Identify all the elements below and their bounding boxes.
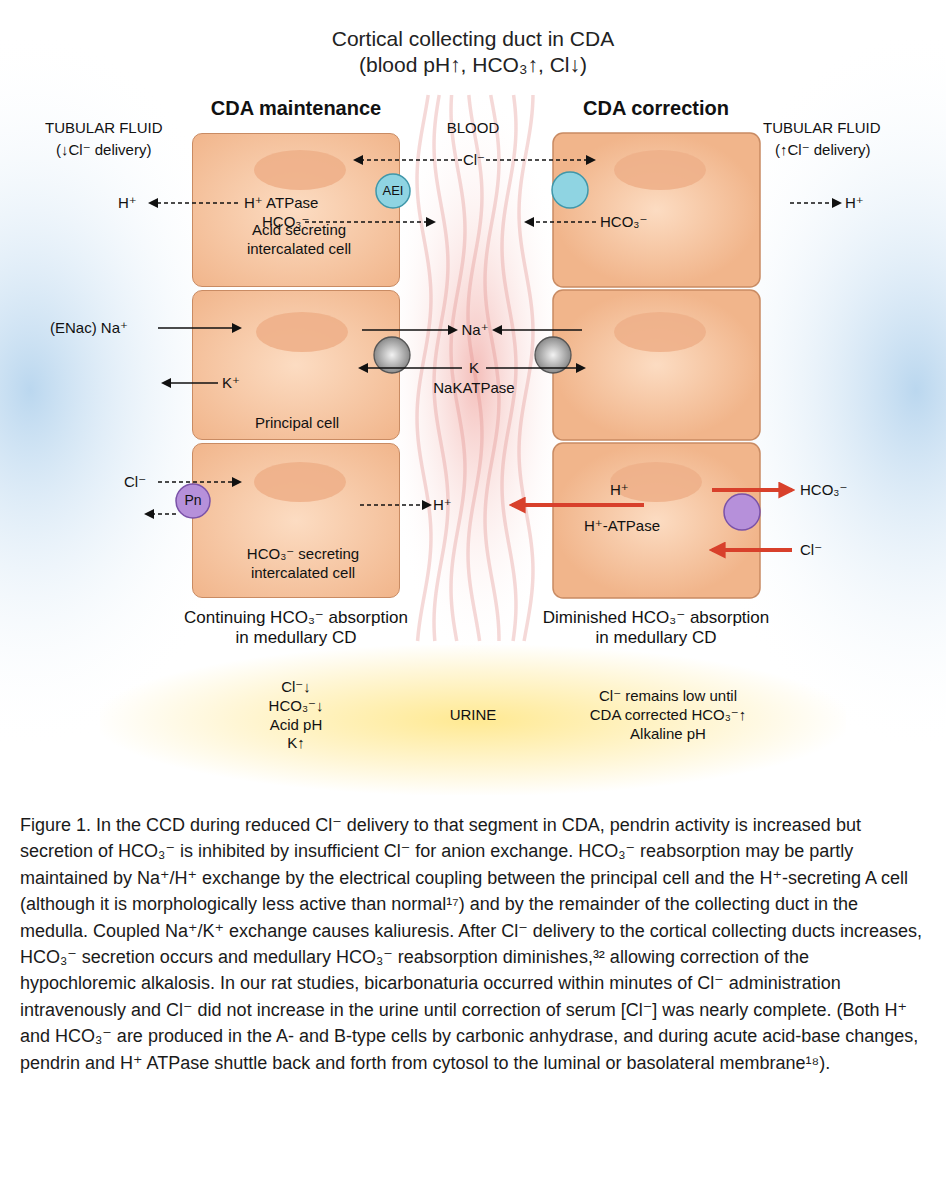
blood-wave xyxy=(434,95,448,641)
cell-nucleus xyxy=(256,312,348,352)
figure-caption: Figure 1. In the CCD during reduced Cl⁻ … xyxy=(20,812,926,1076)
ion-label: TUBULAR FLUID xyxy=(763,119,881,137)
pendrin-circle xyxy=(724,494,760,530)
ion-label: H⁺ xyxy=(845,194,864,212)
ion-label: K xyxy=(469,359,479,377)
urine-band: Cl⁻↓ HCO₃⁻↓ Acid pH K↑ URINE Cl⁻ remains l… xyxy=(100,645,846,795)
ion-label: H⁺ xyxy=(610,481,629,499)
transport-arrow-red xyxy=(512,503,644,507)
transport-arrow xyxy=(163,382,218,383)
ion-label: Cl⁻ xyxy=(124,473,146,491)
cell-box xyxy=(553,133,760,287)
transport-arrow xyxy=(486,367,584,368)
transporter-circle: AEI xyxy=(375,173,411,209)
panel-footnote: Diminished HCO₃⁻ absorption in medullary… xyxy=(540,608,772,649)
transport-arrow xyxy=(526,221,596,222)
ion-label: NaKATPase xyxy=(433,379,514,397)
panel-footnote: Continuing HCO₃⁻ absorption in medullary… xyxy=(180,608,412,649)
ion-label: TUBULAR FLUID xyxy=(45,119,163,137)
blood-wave xyxy=(485,95,499,641)
transport-arrow xyxy=(486,159,594,160)
ion-label: Cl⁻ xyxy=(800,541,822,559)
panel-heading: CDA correction xyxy=(583,96,729,120)
transporter-name: Pn xyxy=(176,492,210,510)
blood-wave xyxy=(519,95,533,641)
cell-nucleus xyxy=(254,462,346,502)
cell-nucleus xyxy=(614,150,706,190)
cell-box xyxy=(553,443,760,598)
transport-arrow xyxy=(362,329,456,330)
cell-name: HCO₃⁻ secreting intercalated cell xyxy=(228,545,378,583)
pump-circle xyxy=(374,337,410,373)
blood-wave xyxy=(502,95,516,641)
cell-box: Principal cell xyxy=(192,290,400,440)
pump-circle xyxy=(535,337,571,373)
panel-heading: CDA maintenance xyxy=(211,96,381,120)
ion-label: HCO₃⁻ xyxy=(262,213,309,231)
transport-arrow xyxy=(360,367,462,368)
transporter-name: AEI xyxy=(376,183,410,199)
ion-label: Cl⁻ xyxy=(463,151,485,169)
transporter-shape xyxy=(176,484,210,518)
ion-label: HCO₃⁻ xyxy=(800,481,847,499)
ion-label: (↓Cl⁻ delivery) xyxy=(56,141,151,159)
transport-arrow-red xyxy=(712,548,792,552)
ion-label: BLOOD xyxy=(447,119,500,137)
transport-arrow xyxy=(790,202,840,203)
transporter-shape xyxy=(376,174,410,208)
transport-arrow-red xyxy=(712,488,792,492)
blood-glow xyxy=(381,85,571,665)
figure-title: Cortical collecting duct in CDA (blood p… xyxy=(303,26,643,78)
ion-label: (ENac) Na⁺ xyxy=(50,319,128,337)
urine-note: Cl⁻ remains low until CDA corrected HCO₃… xyxy=(587,687,749,743)
transport-arrow xyxy=(305,221,434,222)
ion-label: HCO₃⁻ xyxy=(600,213,647,231)
transport-arrow xyxy=(158,481,240,482)
blood-wave xyxy=(417,95,431,641)
blood-wave xyxy=(468,95,482,641)
ion-label: H⁺ xyxy=(433,496,452,514)
ion-label: Na⁺ xyxy=(461,321,488,339)
ion-label: K⁺ xyxy=(222,374,240,392)
transport-arrow xyxy=(360,504,430,505)
transporter-circle: Pn xyxy=(175,483,211,519)
cell-nucleus xyxy=(254,150,346,190)
cell-box xyxy=(553,290,760,440)
ion-label: H⁺ ATPase xyxy=(244,194,318,212)
transport-arrow xyxy=(146,513,176,514)
cell-box: HCO₃⁻ secreting intercalated cellPn xyxy=(192,443,400,598)
ion-label: H⁺-ATPase xyxy=(584,517,660,535)
ion-label: H⁺ xyxy=(118,194,137,212)
ion-label: (↑Cl⁻ delivery) xyxy=(775,141,870,159)
cell-nucleus xyxy=(610,462,702,502)
cell-nucleus xyxy=(614,312,706,352)
transport-arrow xyxy=(158,327,240,328)
transport-arrow xyxy=(494,329,582,330)
urine-note: URINE xyxy=(433,706,513,725)
blood-wave xyxy=(451,95,465,641)
urine-note: Cl⁻↓ HCO₃⁻↓ Acid pH K↑ xyxy=(260,678,332,753)
exchanger-circle xyxy=(552,172,588,208)
cell-name: Principal cell xyxy=(212,414,382,433)
transport-arrow xyxy=(355,159,462,160)
transport-arrow xyxy=(150,202,238,203)
